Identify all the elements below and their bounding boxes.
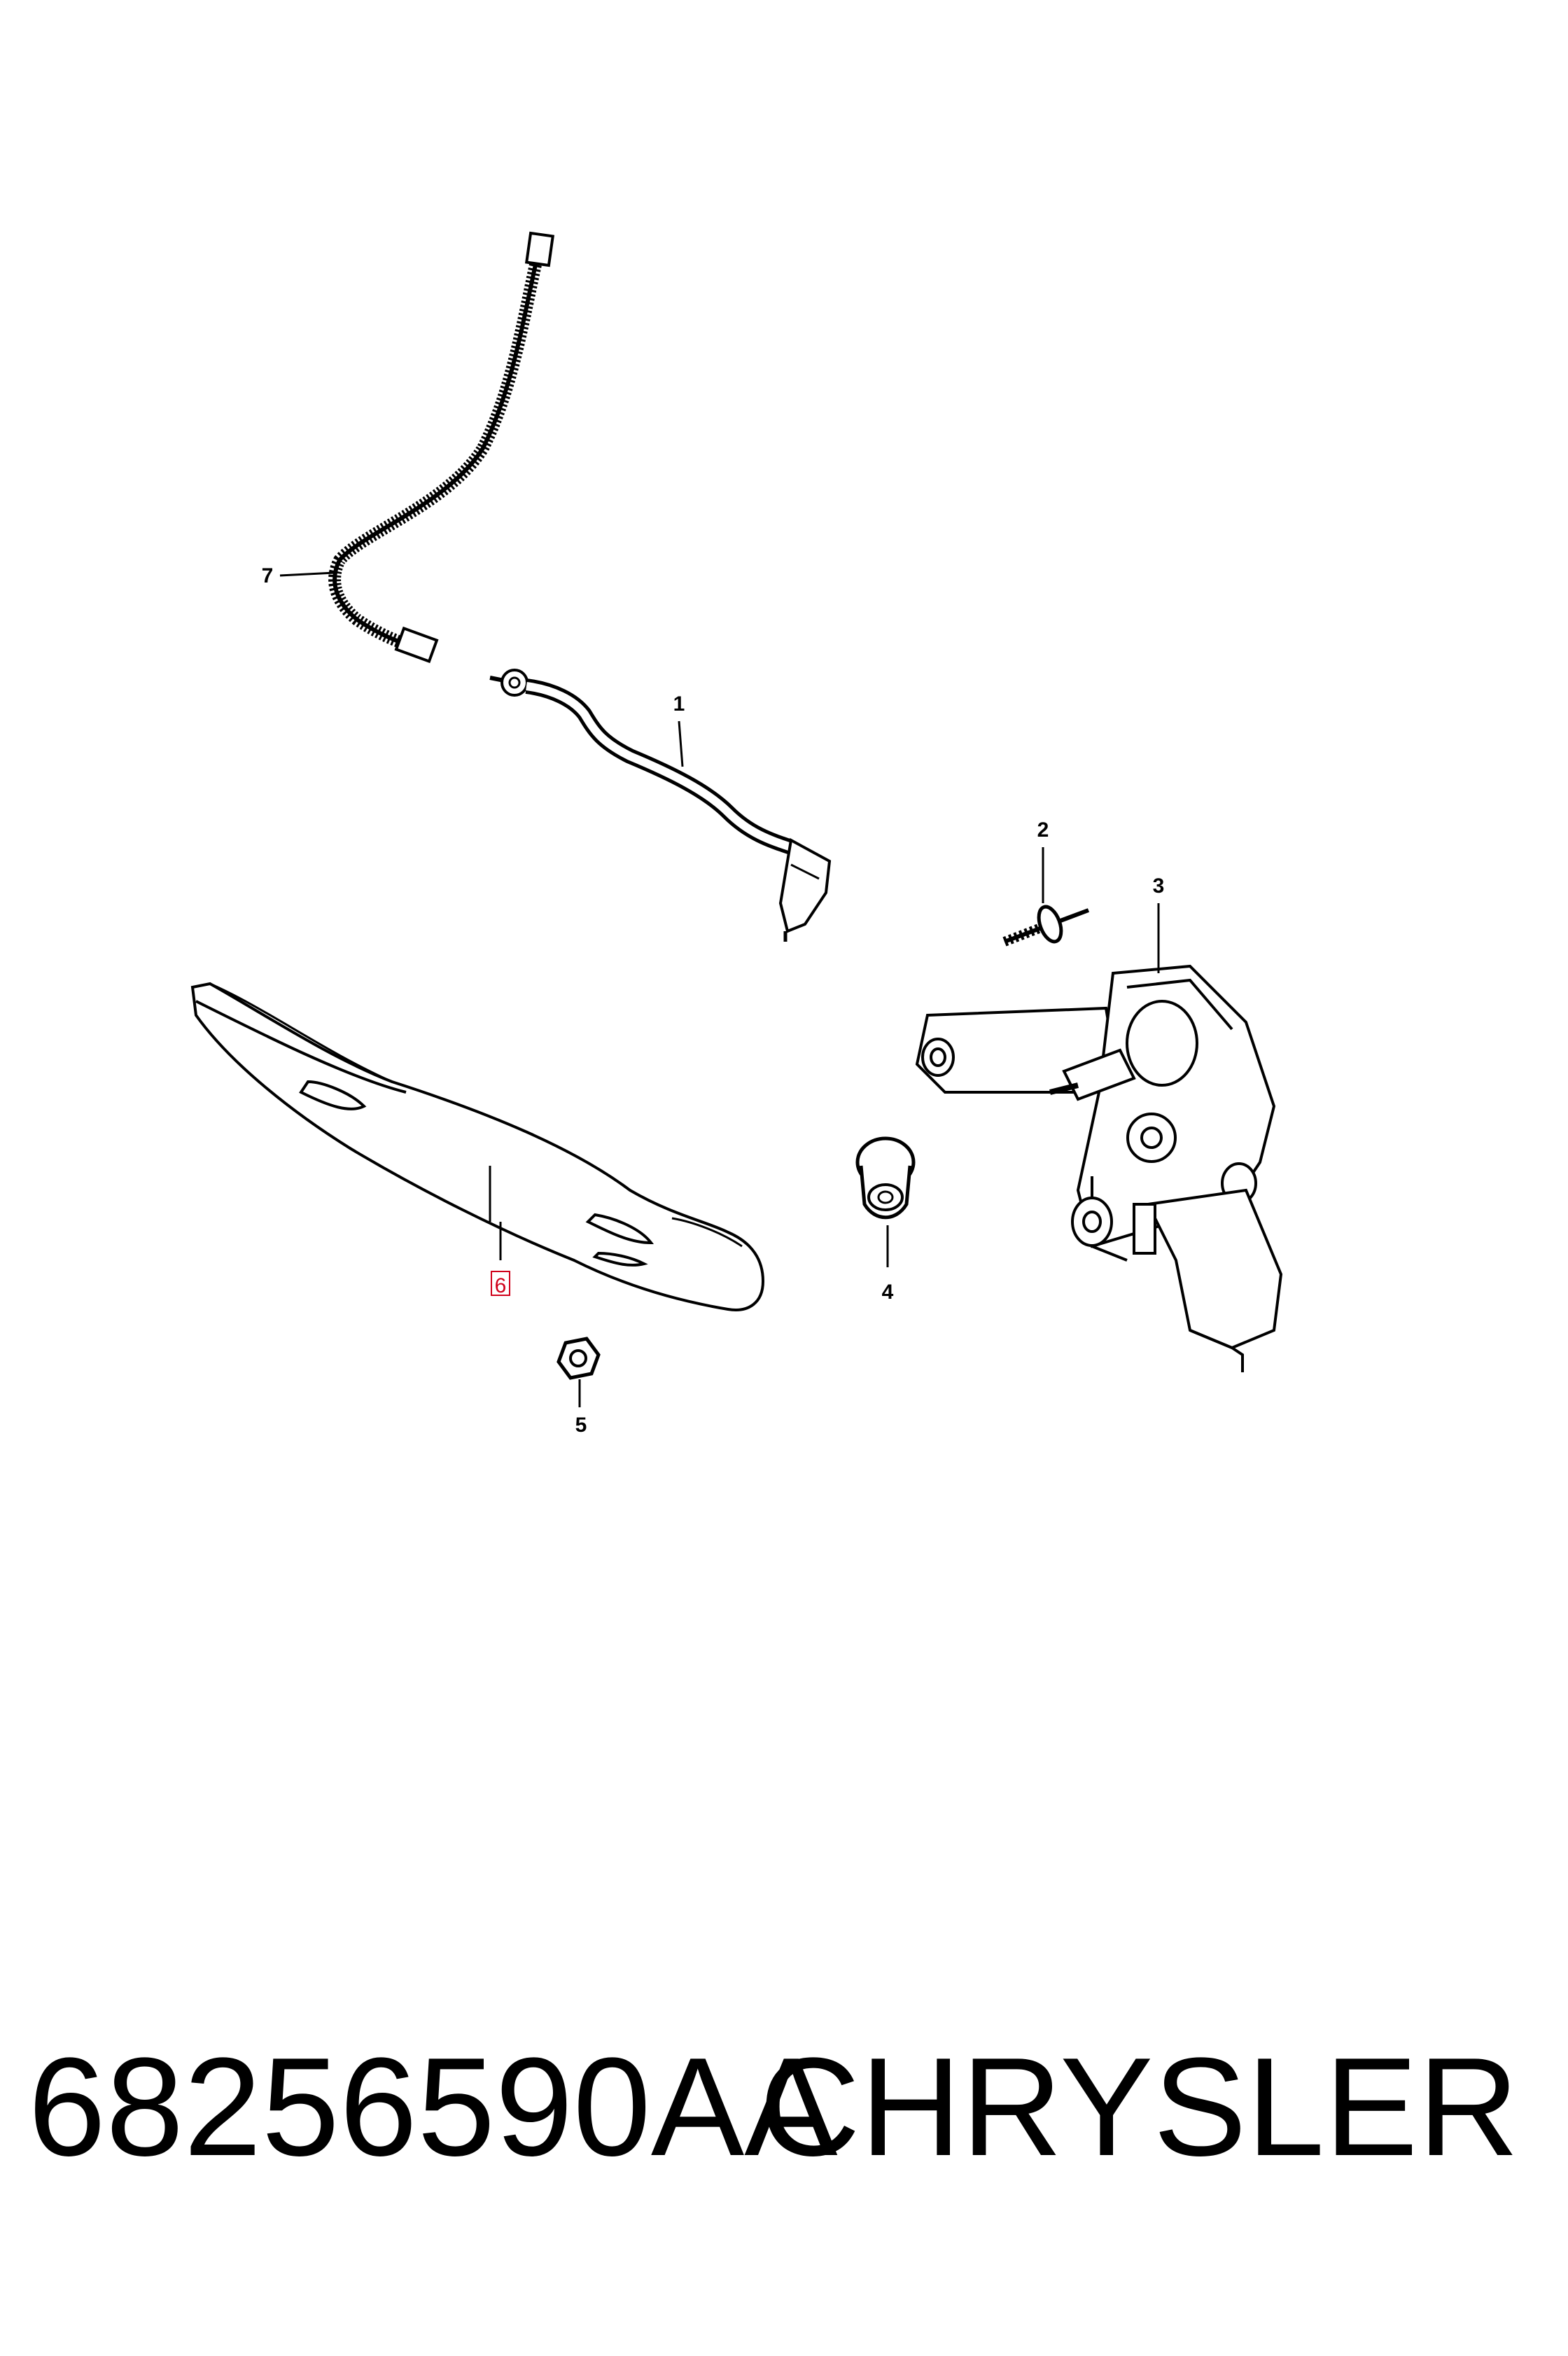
callout-7: 7: [262, 564, 274, 587]
part-3-wiper-motor: [915, 964, 1283, 1372]
part-7-washer-hose: [328, 231, 555, 664]
part-number: 68256590AA: [28, 2029, 838, 2185]
part-5-nut: [556, 1337, 601, 1380]
part-2-screw: [1002, 905, 1090, 947]
callout-1: 1: [673, 692, 685, 716]
callout-leaders: [279, 571, 1160, 1407]
callout-3: 3: [1153, 874, 1165, 898]
brand-name: CHRYSLER: [759, 2029, 1519, 2185]
callout-2: 2: [1037, 818, 1049, 842]
part-6-wiper-arm: [190, 982, 765, 1311]
callout-labels: 1 2 3 4 5 6 7: [262, 564, 1165, 1437]
leader-1: [678, 720, 684, 767]
callout-4: 4: [882, 1281, 894, 1304]
leader-7: [279, 571, 335, 577]
callout-6-highlight-box: [491, 1271, 510, 1296]
part-1-washer-nozzle-hose: [489, 669, 832, 942]
callout-6: 6: [495, 1274, 507, 1297]
callout-5: 5: [575, 1414, 587, 1437]
part-4-grommet: [855, 1136, 916, 1220]
